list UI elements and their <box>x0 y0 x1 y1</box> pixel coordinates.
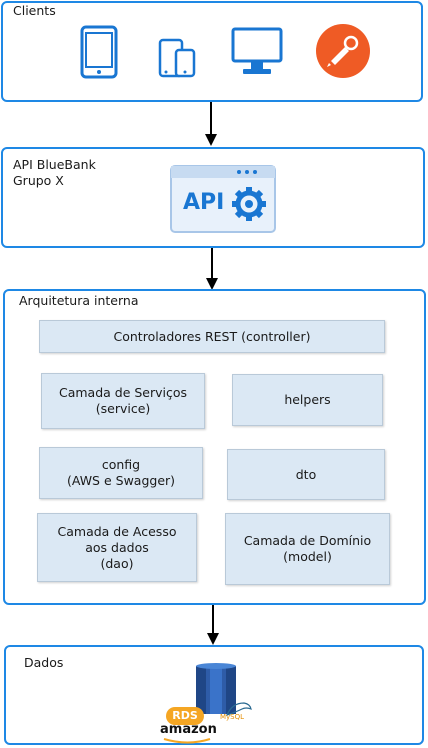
internal-architecture-section: Arquitetura interna Controladores REST (… <box>3 289 426 605</box>
amazon-label: amazon <box>160 722 217 737</box>
model-box: Camada de Domínio (model) <box>225 513 390 585</box>
config-box: config (AWS e Swagger) <box>39 447 203 499</box>
api-title-line2: Grupo X <box>13 173 64 188</box>
dao-label-line3: (dao) <box>100 555 134 571</box>
clients-section: Clients <box>1 1 423 102</box>
model-label-line1: Camada de Domínio <box>243 533 372 548</box>
service-label-line1: Camada de Serviços <box>58 385 188 400</box>
data-title: Dados <box>24 655 64 670</box>
api-badge-text: API <box>183 190 225 215</box>
api-title: API BlueBank Grupo X <box>13 157 96 189</box>
api-section: API BlueBank Grupo X <box>1 147 425 248</box>
rds-label: RDS <box>172 709 198 722</box>
data-section: Dados RDS amazon MySQL <box>4 645 424 745</box>
dao-box: Camada de Acesso aos dados (dao) <box>37 513 197 582</box>
internal-title: Arquitetura interna <box>19 293 139 308</box>
dto-box: dto <box>227 449 385 500</box>
service-box: Camada de Serviços (service) <box>41 373 205 429</box>
mobile-devices-icon <box>158 38 196 78</box>
desktop-monitor-icon <box>231 27 283 74</box>
dao-label-line1: Camada de Acesso <box>57 523 177 539</box>
clients-title: Clients <box>13 3 56 18</box>
config-label-line1: config <box>101 457 141 472</box>
postman-logo-icon <box>316 24 370 78</box>
controller-label: Controladores REST (controller) <box>113 328 311 344</box>
rds-database-icon <box>196 663 236 714</box>
service-label-line2: (service) <box>95 401 151 416</box>
api-gear-icon: API <box>169 164 277 234</box>
dao-label-line2: aos dados <box>85 539 149 555</box>
amazon-smile-icon <box>163 738 211 744</box>
tablet-icon <box>80 25 118 79</box>
arrow-internal-to-data <box>207 605 219 645</box>
helpers-box: helpers <box>232 374 383 426</box>
arrow-api-to-internal <box>206 248 218 290</box>
rds-badge: RDS <box>166 707 204 725</box>
helpers-label: helpers <box>284 392 331 407</box>
mysql-dolphin-icon <box>225 702 252 716</box>
arrow-clients-to-api <box>205 102 217 146</box>
model-label-line2: (model) <box>283 549 332 564</box>
mysql-label: MySQL <box>220 713 245 721</box>
dto-label: dto <box>295 466 317 482</box>
controller-box: Controladores REST (controller) <box>39 320 385 353</box>
config-label-line2: (AWS e Swagger) <box>66 473 176 488</box>
api-title-line1: API BlueBank <box>13 157 96 172</box>
